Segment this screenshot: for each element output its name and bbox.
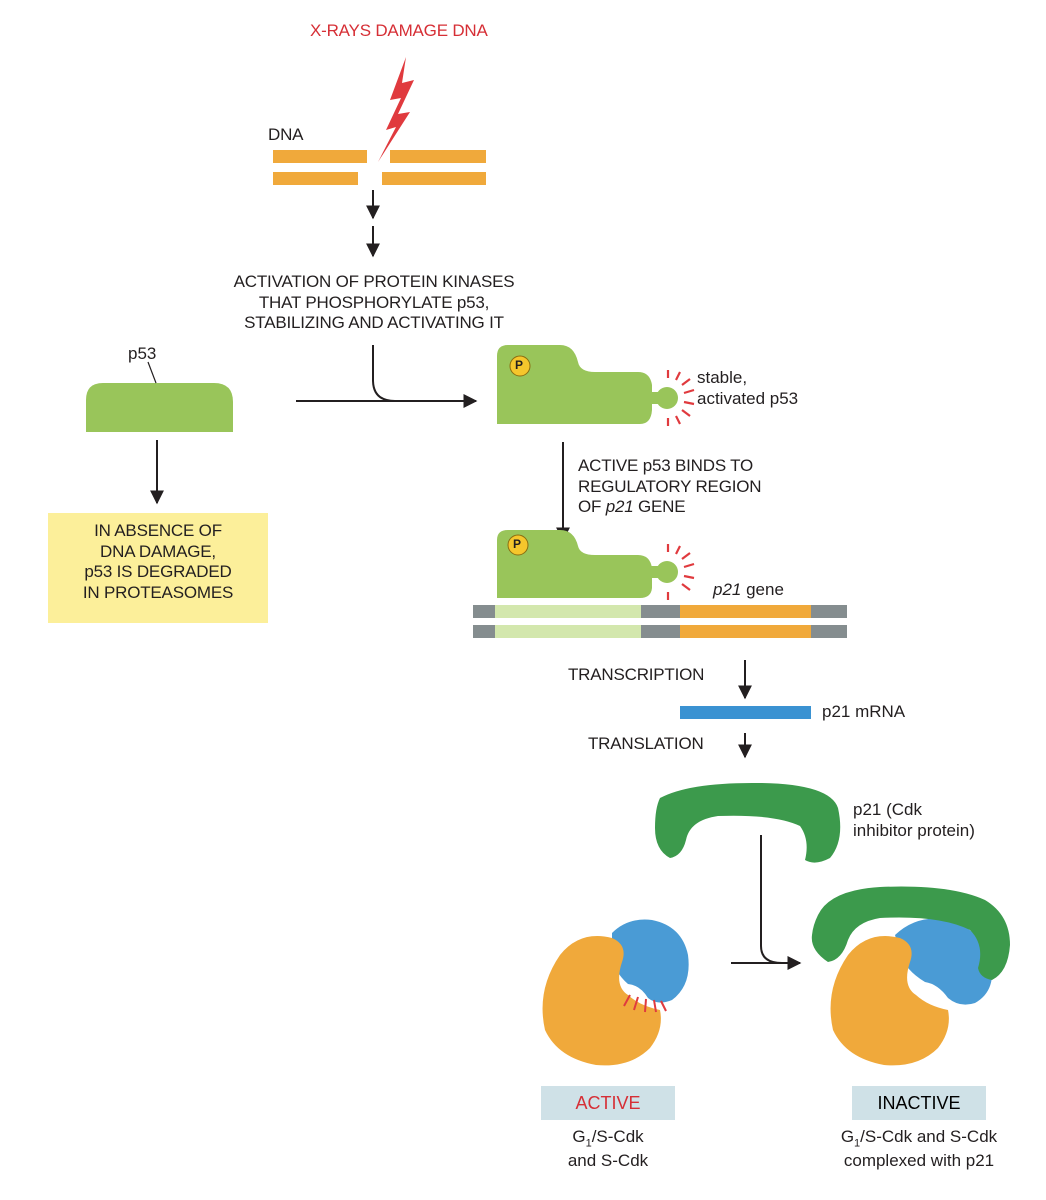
translation-label: TRANSLATION [588, 734, 704, 753]
inactive-caption-line-1: G1/S-Cdk and S-Cdk [840, 1127, 998, 1150]
activation-line-1: ACTIVATION OF PROTEIN KINASES [233, 272, 515, 291]
stable-p53-label: stable, activated p53 [697, 368, 798, 409]
active-tag: ACTIVE [541, 1086, 675, 1120]
lightning-bolt-icon [378, 57, 414, 162]
binds-label: ACTIVE p53 BINDS TO REGULATORY REGION OF… [578, 456, 762, 518]
xrays-label: X-RAYS DAMAGE DNA [310, 21, 488, 40]
dna-label: DNA [268, 125, 304, 144]
p53-label: p53 [128, 344, 157, 363]
phosphate-label: P [515, 358, 524, 372]
p21-gene-dna [473, 605, 847, 638]
activation-line-2: THAT PHOSPHORYLATE p53, [258, 292, 490, 312]
phosphate-label-2: P [513, 537, 522, 551]
activation-line-3: STABILIZING AND ACTIVATING IT [244, 313, 504, 333]
arrow-activation-joiner [372, 345, 396, 402]
cdk-activity-rays-icon [623, 994, 667, 1013]
binds-line-1: ACTIVE p53 BINDS TO [578, 456, 754, 475]
mrna-label: p21 mRNA [822, 702, 906, 721]
stable-line-1: stable, [697, 368, 748, 387]
active-caption: G1/S-Cdk and S-Cdk [533, 1127, 683, 1172]
degradation-label: IN ABSENCE OF DNA DAMAGE, p53 IS DEGRADE… [48, 521, 268, 604]
gene-label: p21 gene [713, 580, 784, 599]
p21-line-1: p21 (Cdk [853, 800, 922, 819]
p21-protein-shape [655, 782, 841, 863]
inactive-cdk-complex [811, 886, 1010, 1066]
active-caption-line-1: G1/S-Cdk [572, 1127, 644, 1150]
degradation-box [48, 513, 268, 623]
degraded-line-2: DNA DAMAGE, [100, 541, 216, 561]
phosphate-icon-2 [507, 534, 529, 556]
active-cdk-complex [542, 919, 689, 1066]
activation-label: ACTIVATION OF PROTEIN KINASES THAT PHOSP… [197, 272, 551, 334]
degraded-line-3: p53 IS DEGRADED [84, 562, 232, 582]
degraded-line-4: IN PROTEASOMES [82, 583, 234, 603]
binds-line-2: REGULATORY REGION [578, 476, 762, 496]
binds-line-3: OF p21 GENE [578, 497, 686, 517]
inactive-tag: INACTIVE [852, 1086, 986, 1120]
activity-rays-icon-2 [666, 544, 695, 600]
activity-rays-icon [666, 370, 695, 426]
p53-protein-shape [86, 383, 233, 432]
p21-line-2: inhibitor protein) [853, 820, 975, 840]
p53-leader-line [147, 361, 157, 384]
phosphate-icon [509, 355, 531, 377]
p21-protein-label: p21 (Cdk inhibitor protein) [853, 800, 975, 841]
active-caption-line-2: and S-Cdk [567, 1150, 649, 1170]
p53-bound-on-gene [497, 530, 695, 600]
p21-mrna-bar [680, 706, 811, 719]
inactive-caption: G1/S-Cdk and S-Cdk complexed with p21 [800, 1127, 1038, 1172]
arrow-p21-to-complex [760, 835, 783, 964]
inactive-caption-line-2: complexed with p21 [843, 1150, 995, 1170]
damaged-dna-strands [273, 150, 486, 185]
transcription-label: TRANSCRIPTION [568, 665, 705, 684]
stable-line-2: activated p53 [697, 388, 799, 408]
degraded-line-1: IN ABSENCE OF [94, 521, 222, 540]
activated-p53-top [497, 345, 695, 426]
